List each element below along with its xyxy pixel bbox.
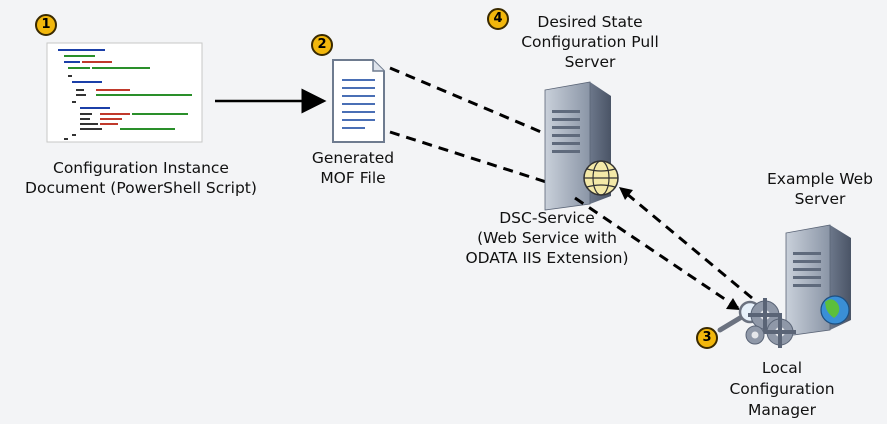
- config-doc-label-line2: Document (PowerShell Script): [25, 179, 257, 197]
- pull-server-label-line3: Server: [564, 53, 616, 71]
- mof-label-line2: MOF File: [320, 169, 386, 187]
- example-web-server-icon: [785, 224, 851, 337]
- dsc-service-label-line3: ODATA IIS Extension): [465, 249, 629, 267]
- step-badge-3: 3: [696, 327, 718, 349]
- pull-server-label: Desired State Configuration Pull Server: [495, 12, 685, 72]
- arrow-head-to-lcm: [726, 298, 740, 310]
- mof-file-icon: [332, 59, 385, 143]
- dashed-line-mof-top: [389, 66, 561, 142]
- lcm-label: Local Configuration Manager: [714, 358, 850, 421]
- script-document-icon: [46, 42, 203, 143]
- pull-server-label-line2: Configuration Pull: [521, 33, 659, 51]
- local-configuration-manager-icon: [717, 298, 796, 348]
- web-server-label-line2: Server: [794, 190, 846, 208]
- dsc-service-label: DSC-Service (Web Service with ODATA IIS …: [447, 208, 647, 268]
- lcm-label-line2: Configuration: [729, 380, 835, 398]
- web-server-label: Example Web Server: [755, 169, 885, 209]
- step-badge-1: 1: [35, 14, 57, 36]
- pull-server-label-line1: Desired State: [537, 13, 643, 31]
- config-doc-label-line1: Configuration Instance: [53, 159, 229, 177]
- dsc-service-label-line1: DSC-Service: [499, 209, 595, 227]
- lcm-label-line1: Local: [761, 359, 803, 377]
- step-badge-4: 4: [487, 8, 509, 30]
- lcm-label-line3: Manager: [748, 401, 816, 419]
- config-doc-label: Configuration Instance Document (PowerSh…: [0, 158, 282, 198]
- mof-label: Generated MOF File: [298, 148, 408, 188]
- dsc-service-label-line2: (Web Service with: [477, 229, 617, 247]
- web-service-globe-icon: [583, 160, 619, 196]
- dashed-line-mof-bottom: [389, 130, 566, 190]
- step-badge-2: 2: [311, 34, 333, 56]
- arrow-head-to-server: [619, 187, 633, 200]
- web-server-label-line1: Example Web: [767, 170, 873, 188]
- mof-label-line1: Generated: [311, 149, 395, 167]
